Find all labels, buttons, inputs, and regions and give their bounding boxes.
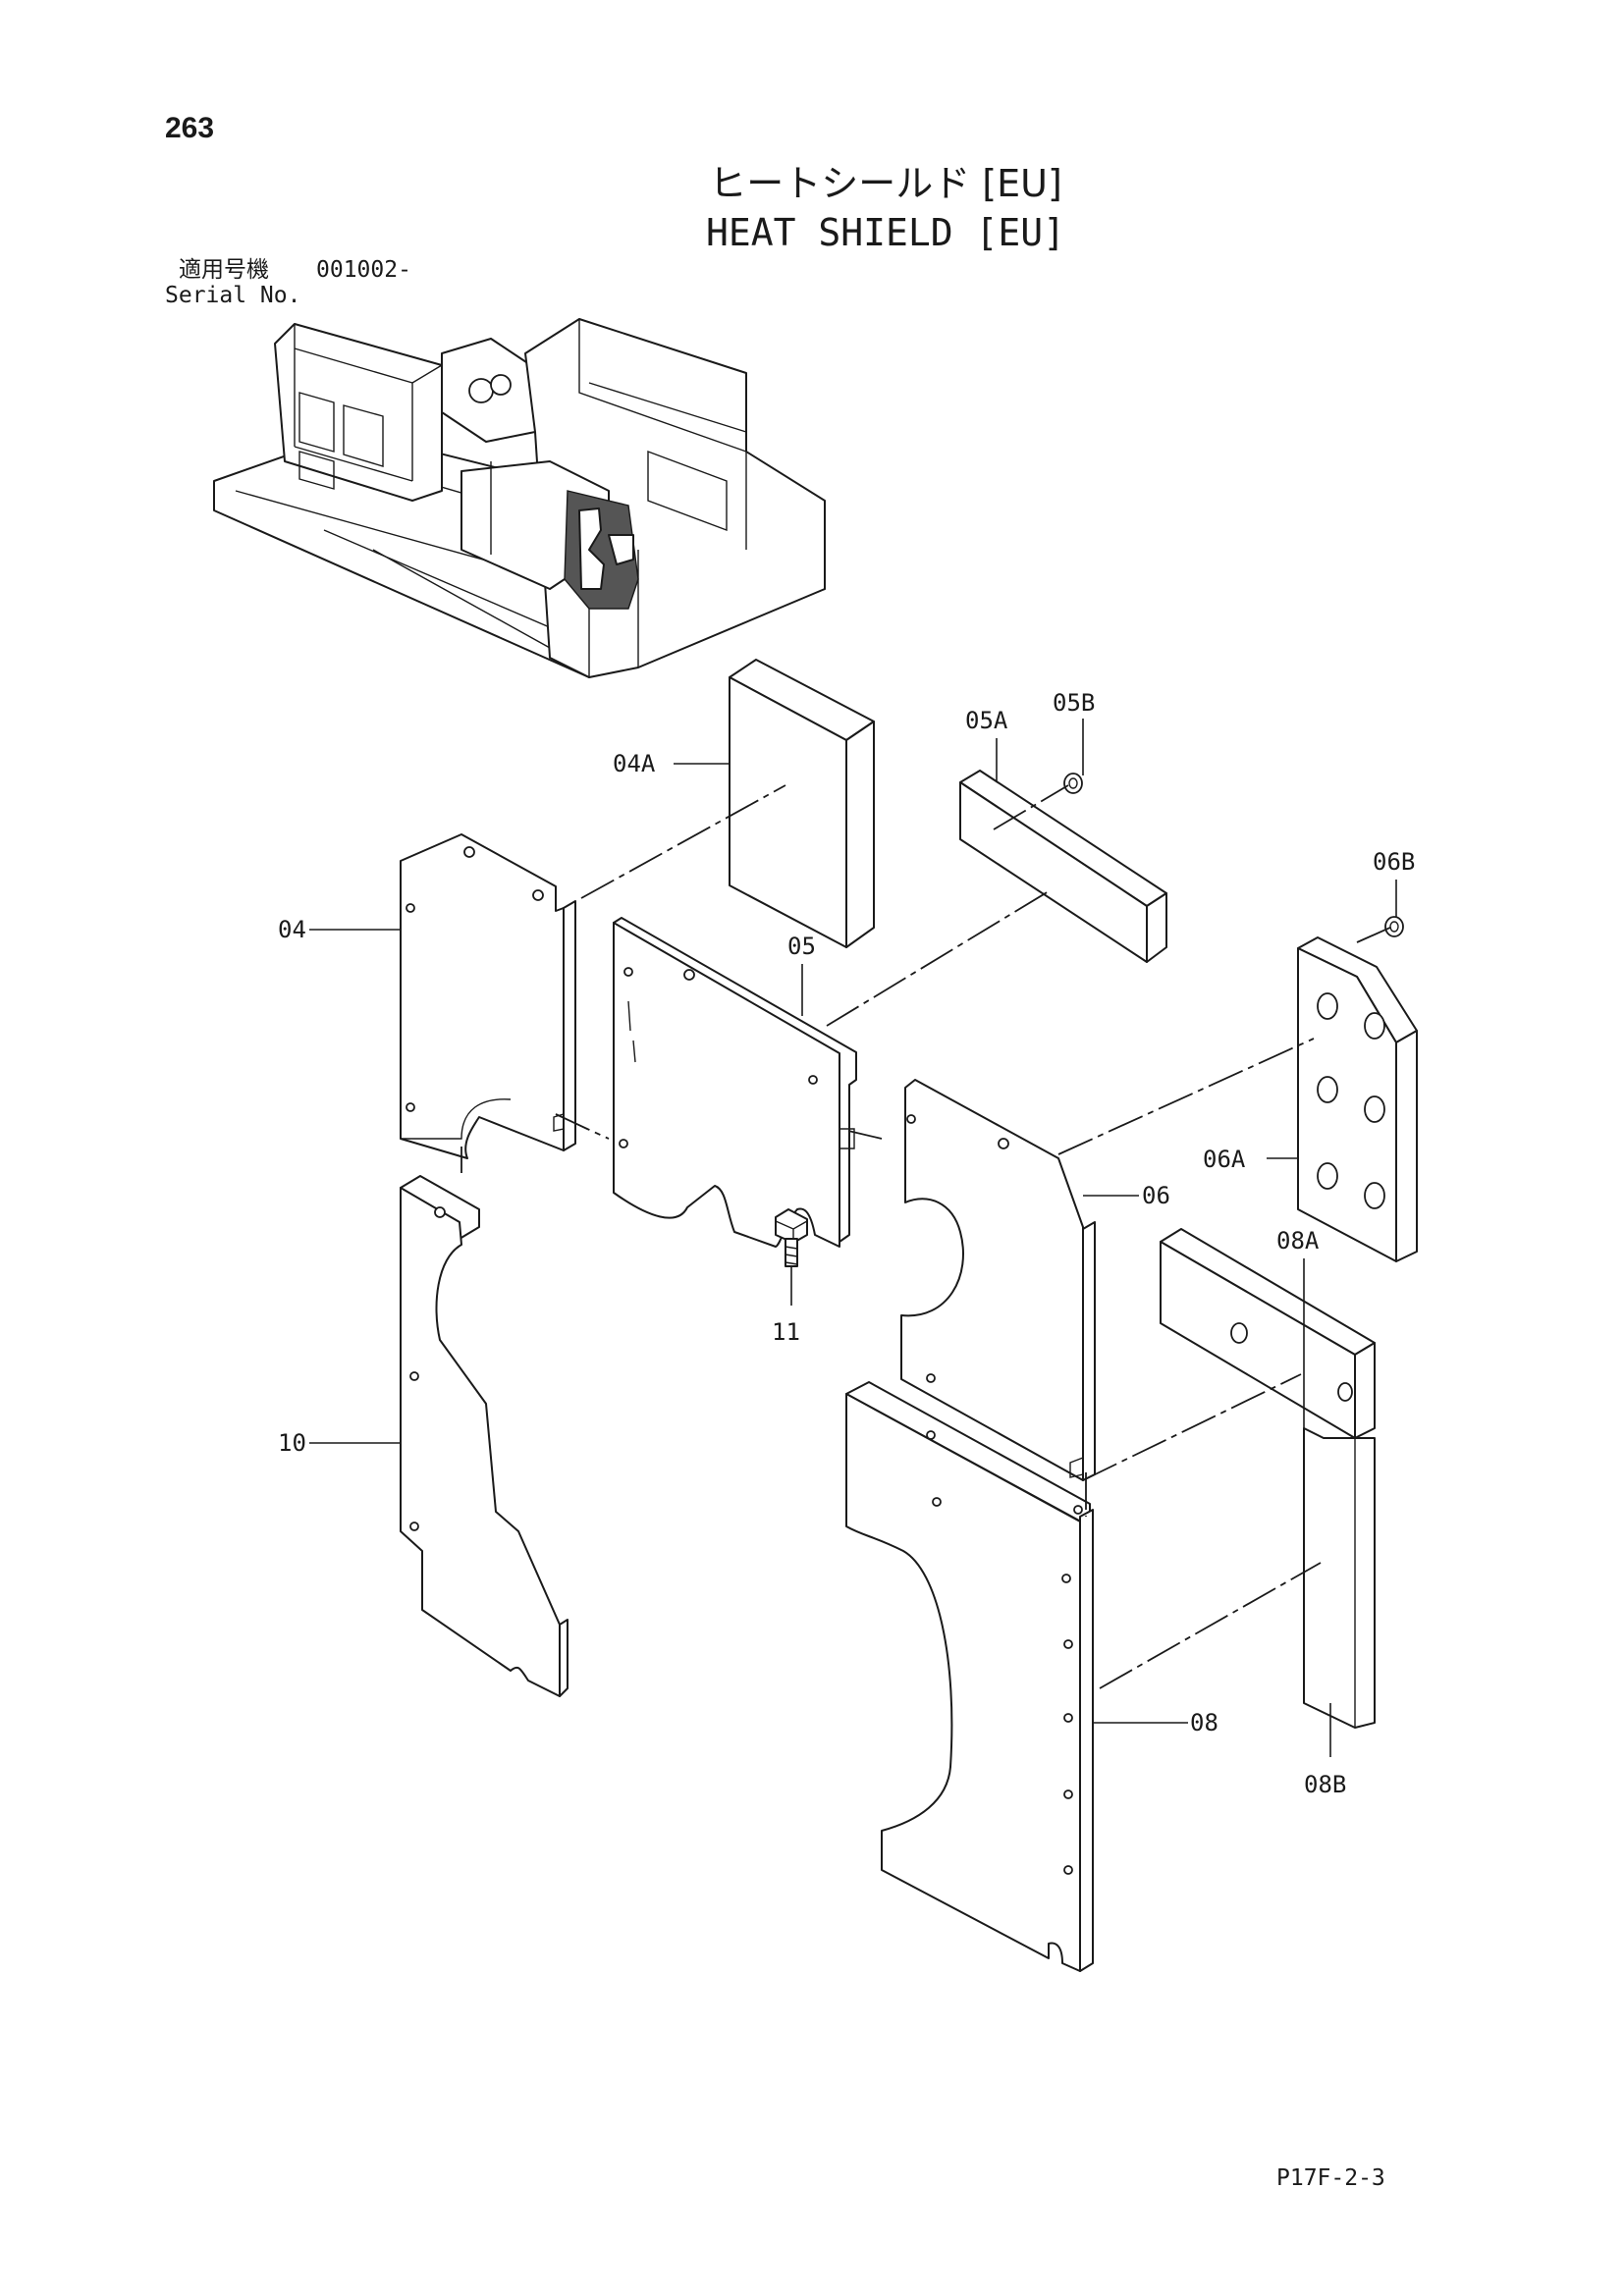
part-04A-insulation-pad bbox=[729, 659, 875, 948]
part-08A-insulation-pad bbox=[1160, 1228, 1376, 1439]
callout-10: 10 bbox=[278, 1429, 306, 1457]
page-number: 263 bbox=[165, 112, 215, 144]
title-japanese: ヒートシールド [EU] bbox=[709, 162, 1062, 205]
part-06B-washer bbox=[1384, 916, 1404, 937]
callout-05A: 05A bbox=[965, 707, 1008, 734]
part-05A-insulation-pad bbox=[959, 770, 1167, 963]
callout-08: 08 bbox=[1190, 1709, 1218, 1736]
assembly-center-lines bbox=[460, 784, 1393, 1689]
serial-label-english: Serial No. bbox=[165, 283, 301, 308]
part-08-lower-right-plate bbox=[845, 1381, 1094, 1972]
part-05B-washer bbox=[1063, 773, 1083, 794]
callout-06B: 06B bbox=[1373, 848, 1415, 876]
serial-label-japanese: 適用号機 bbox=[179, 257, 269, 283]
callout-leader-lines bbox=[309, 719, 1397, 1757]
part-08B-insulation-pad bbox=[1303, 1427, 1376, 1729]
part-05-middle-plate bbox=[613, 917, 857, 1248]
callout-08B: 08B bbox=[1304, 1771, 1346, 1798]
part-06A-insulation-pad bbox=[1297, 936, 1418, 1262]
callout-04A: 04A bbox=[613, 750, 656, 777]
callout-06: 06 bbox=[1142, 1182, 1170, 1209]
callout-05: 05 bbox=[787, 933, 816, 960]
part-10-lower-left-plate bbox=[400, 1175, 568, 1697]
title-english: HEAT SHIELD [EU] bbox=[705, 211, 1066, 254]
callout-05B: 05B bbox=[1053, 689, 1095, 717]
callout-11: 11 bbox=[772, 1318, 800, 1346]
callout-08A: 08A bbox=[1276, 1227, 1320, 1255]
part-04-upper-left-plate bbox=[400, 833, 576, 1159]
callout-06A: 06A bbox=[1203, 1146, 1246, 1173]
machine-overview-illustration bbox=[213, 318, 826, 678]
part-11-bolt bbox=[775, 1208, 808, 1267]
callout-04: 04 bbox=[278, 916, 306, 943]
serial-number-value: 001002- bbox=[316, 257, 411, 283]
page-code: P17F-2-3 bbox=[1276, 2165, 1385, 2191]
